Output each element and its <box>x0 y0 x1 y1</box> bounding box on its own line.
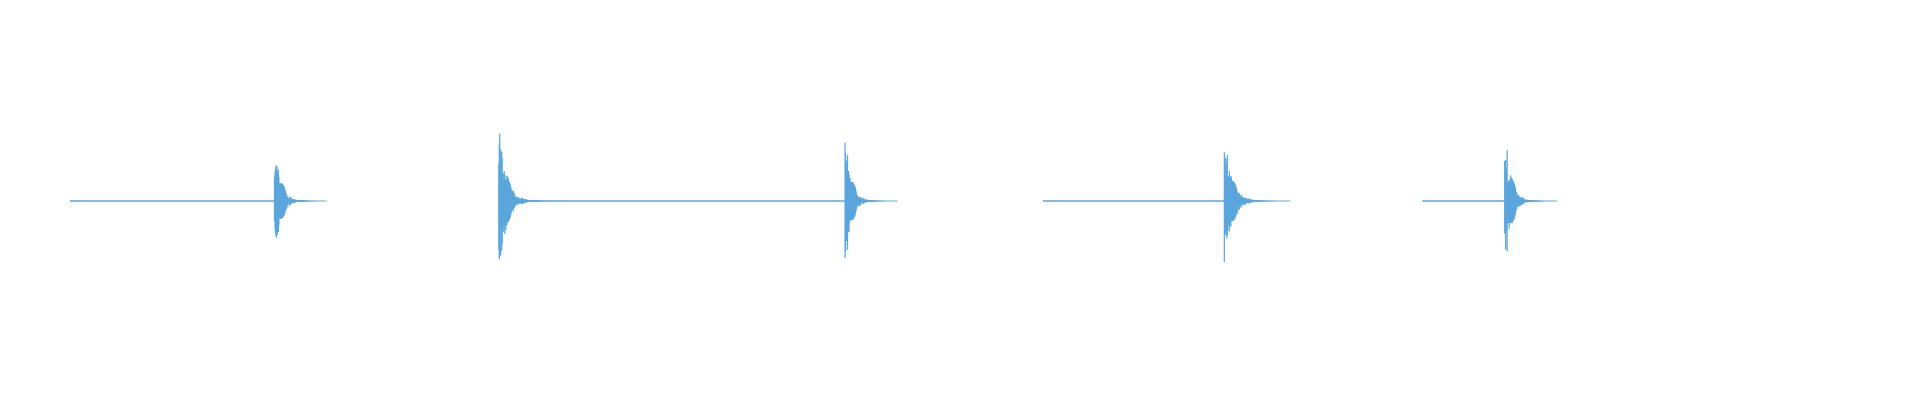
waveform-burst-1 <box>273 165 328 238</box>
waveform-burst-3 <box>844 142 898 259</box>
waveform-burst-5 <box>1504 150 1558 252</box>
waveform-burst-2 <box>498 133 565 260</box>
waveform-burst-4 <box>1223 152 1291 263</box>
